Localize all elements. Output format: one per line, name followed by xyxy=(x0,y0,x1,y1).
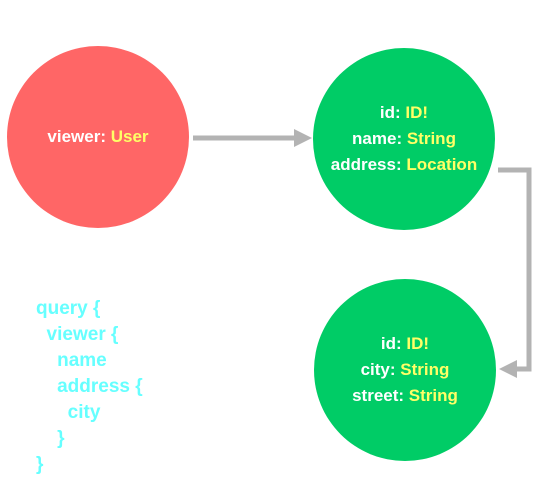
field-id: id: ID! xyxy=(381,331,429,357)
arrowhead xyxy=(294,129,312,147)
query-line: query { xyxy=(36,298,101,319)
field-type: ID! xyxy=(405,103,429,122)
location-type-node: id: ID! city: String street: String xyxy=(314,279,496,461)
viewer-node: viewer: User xyxy=(7,46,189,228)
field-name: street: xyxy=(352,386,405,405)
field-viewer: viewer: User xyxy=(47,124,148,150)
field-name-row: name: String xyxy=(352,126,456,152)
query-line: } xyxy=(36,428,65,449)
field-name: viewer: xyxy=(47,127,107,146)
field-type: String xyxy=(408,386,458,405)
query-line: city xyxy=(36,402,101,423)
field-name: name: xyxy=(352,129,403,148)
query-line: address { xyxy=(36,376,143,397)
field-address: address: Location xyxy=(331,152,477,178)
query-line: viewer { xyxy=(36,324,119,345)
field-id: id: ID! xyxy=(380,100,428,126)
edge-address-to-location xyxy=(498,167,532,378)
field-type: String xyxy=(400,360,450,379)
field-type: String xyxy=(406,129,456,148)
field-name: id: xyxy=(380,334,402,353)
graphql-query: query { viewer { name address { city } } xyxy=(36,296,143,478)
field-name: id: xyxy=(379,103,401,122)
field-street: street: String xyxy=(352,383,458,409)
edge-viewer-to-user xyxy=(193,129,312,147)
query-line: name xyxy=(36,350,107,371)
field-type: Location xyxy=(406,155,478,174)
field-name: address: xyxy=(330,155,402,174)
field-city: city: String xyxy=(361,357,450,383)
user-type-node: id: ID! name: String address: Location xyxy=(313,48,495,230)
arrowhead xyxy=(499,360,517,378)
field-name: city: xyxy=(360,360,396,379)
field-type: User xyxy=(110,127,149,146)
query-line: } xyxy=(36,454,44,475)
field-type: ID! xyxy=(406,334,430,353)
